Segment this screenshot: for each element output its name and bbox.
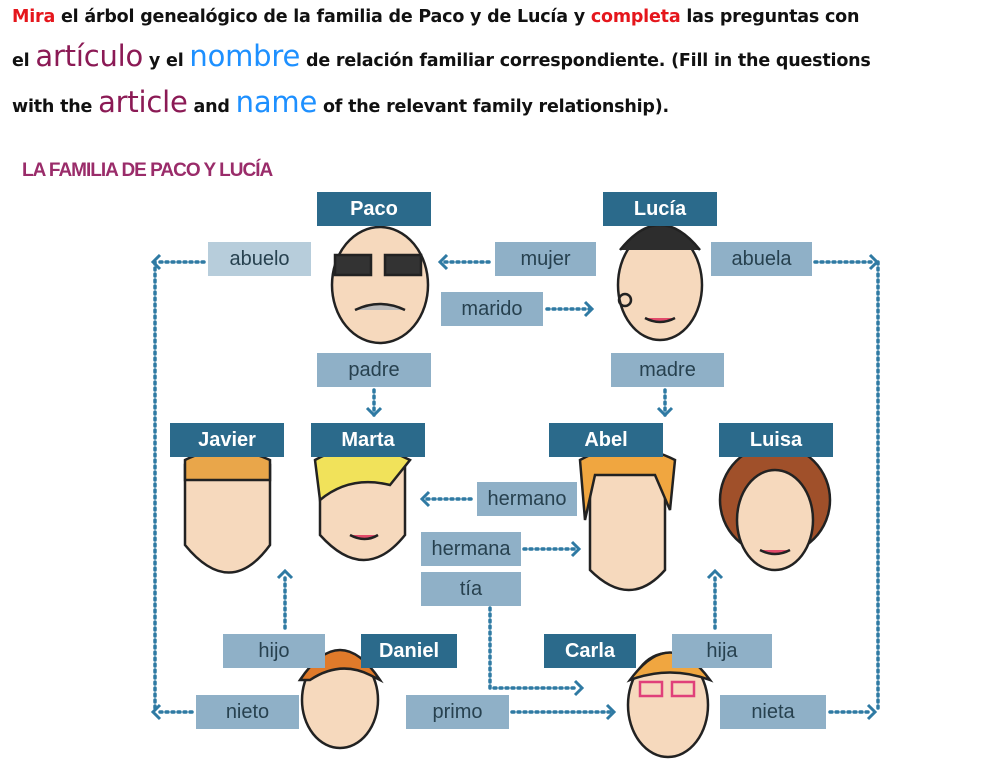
text: de relación familiar correspondiente. (F… <box>300 51 871 71</box>
lucia-face-icon <box>616 223 704 342</box>
relation-abuela: abuela <box>711 242 812 276</box>
text: las preguntas con <box>680 7 860 27</box>
name-luisa: Luisa <box>719 423 833 457</box>
dotted-connectors <box>153 260 880 714</box>
relation-padre: padre <box>317 353 431 387</box>
word-mira: Mira <box>12 7 56 27</box>
relation-nieto: nieto <box>196 695 299 729</box>
carla-face-icon <box>626 651 714 759</box>
name-abel: Abel <box>549 423 663 457</box>
tree-title: LA FAMILIA DE PACO Y LUCÍA <box>22 160 273 181</box>
text: el árbol genealógico de la familia de Pa… <box>55 7 591 27</box>
relation-abuelo: abuelo <box>208 242 311 276</box>
relation-primo: primo <box>406 695 509 729</box>
word-nombre: nombre <box>189 39 301 73</box>
relation-hijo: hijo <box>223 634 325 668</box>
relation-mujer: mujer <box>495 242 596 276</box>
text: of the relevant family relationship). <box>317 97 669 117</box>
name-javier: Javier <box>170 423 284 457</box>
name-paco: Paco <box>317 192 431 226</box>
name-marta: Marta <box>311 423 425 457</box>
relation-hermana: hermana <box>421 532 521 566</box>
word-article: article <box>98 85 188 119</box>
word-articulo: artículo <box>35 39 144 73</box>
text: and <box>187 97 236 117</box>
faces <box>183 223 832 759</box>
relation-marido: marido <box>441 292 543 326</box>
text: with the <box>12 97 99 117</box>
javier-face-icon <box>183 448 272 574</box>
relation-nieta: nieta <box>720 695 826 729</box>
relation-madre: madre <box>611 353 724 387</box>
relation-hermano: hermano <box>477 482 577 516</box>
word-completa: completa <box>590 7 681 27</box>
arrowheads <box>150 253 880 721</box>
text: y el <box>143 51 190 71</box>
luisa-face-icon <box>718 443 832 572</box>
instruction-line-3: with the article and name of the relevan… <box>12 79 977 130</box>
name-lucia: Lucía <box>603 192 717 226</box>
text: el <box>12 51 36 71</box>
name-carla: Carla <box>544 634 636 668</box>
relation-tia: tía <box>421 572 521 606</box>
instruction-line-2: el artículo y el nombre de relación fami… <box>12 33 977 84</box>
paco-face-icon <box>330 225 430 345</box>
instruction-line-1: Mira el árbol genealógico de la familia … <box>12 0 977 40</box>
abel-face-icon <box>578 446 677 592</box>
name-daniel: Daniel <box>361 634 457 668</box>
marta-face-icon <box>313 446 412 562</box>
word-name: name <box>235 85 318 119</box>
relation-hija: hija <box>672 634 772 668</box>
